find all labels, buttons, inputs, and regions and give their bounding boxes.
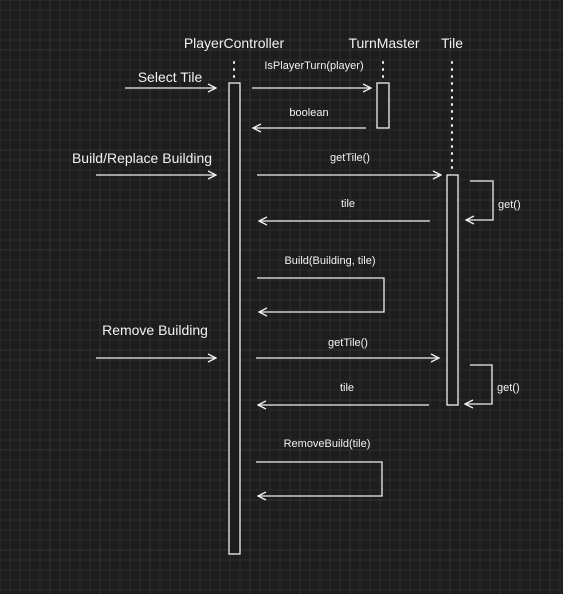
message-get-tile-1: getTile(): [330, 152, 370, 164]
user-action-select-tile: Select Tile: [138, 69, 203, 85]
message-tile-return-1: tile: [341, 198, 355, 210]
activation-turn-master: [376, 82, 390, 129]
arrow-build: [257, 277, 385, 312]
arrow-get-self-2: [465, 364, 493, 404]
message-is-player-turn: IsPlayerTurn(player): [264, 60, 363, 72]
activation-player-controller: [228, 82, 241, 555]
message-boolean-return: boolean: [289, 107, 328, 119]
message-remove-build: RemoveBuild(tile): [284, 438, 371, 450]
message-build: Build(Building, tile): [284, 255, 375, 267]
participant-tile: Tile: [441, 35, 463, 51]
user-action-build-replace: Build/Replace Building: [72, 150, 212, 166]
participant-player-controller: PlayerController: [184, 35, 285, 51]
message-get-self-1: get(): [498, 199, 521, 211]
message-get-self-2: get(): [497, 382, 520, 394]
arrow-get-self-1: [466, 180, 494, 220]
arrow-remove-build: [256, 461, 383, 496]
message-get-tile-2: getTile(): [328, 337, 368, 349]
user-action-remove-building: Remove Building: [102, 322, 208, 338]
message-tile-return-2: tile: [340, 382, 354, 394]
participant-turn-master: TurnMaster: [348, 35, 419, 51]
activation-tile: [446, 174, 459, 406]
